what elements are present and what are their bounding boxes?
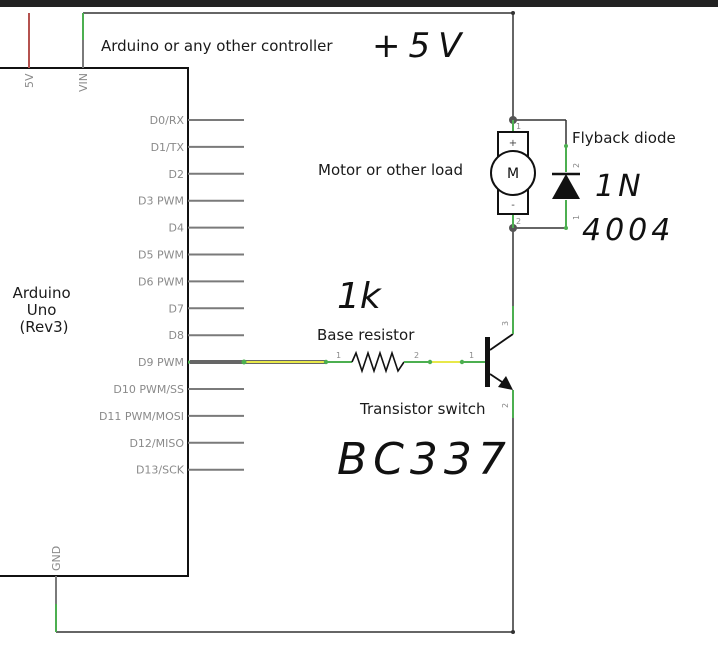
diode-end-bottom	[564, 226, 568, 230]
signal-wire	[190, 359, 462, 365]
pin-d1-tx-label: D1/TX	[151, 141, 185, 154]
pin-d4-label: D4	[169, 222, 184, 235]
board-name-line-3: (Rev3)	[19, 318, 68, 336]
resistor-pin-1: 1	[336, 351, 341, 360]
diode-pin-2: 2	[572, 163, 581, 168]
resistor-end-right	[427, 359, 433, 365]
motor-symbol: M	[507, 166, 519, 182]
transistor-base-pin: 1	[469, 351, 474, 360]
handwritten-resistor-value: 1k	[337, 276, 383, 317]
board-outline	[0, 67, 189, 577]
top-bar	[0, 0, 718, 7]
label-controller: Arduino or any other controller	[101, 37, 333, 55]
diode-triangle	[552, 174, 580, 199]
pin-d8-label: D8	[169, 329, 184, 342]
pin-d12-miso-label: D12/MISO	[129, 437, 184, 450]
transistor-collector-diag	[489, 333, 514, 351]
diode-pin-1: 1	[572, 215, 581, 220]
label-base-resistor: Base resistor	[317, 326, 415, 344]
junction-top-right	[511, 11, 515, 15]
pin-d6-pwm-label: D6 PWM	[138, 275, 184, 288]
board-name-line-2: Uno	[27, 301, 57, 319]
label-motor: Motor or other load	[318, 161, 463, 179]
pin-5v-label: 5V	[23, 73, 36, 88]
motor: 1 2 M + -	[490, 120, 536, 228]
diode-end-top	[564, 144, 568, 148]
motor-pin-2: 2	[516, 217, 521, 226]
label-flyback: Flyback diode	[572, 129, 676, 147]
junction-bottom-right	[511, 630, 515, 634]
resistor-pin-2: 2	[414, 351, 419, 360]
transistor-base-end	[459, 359, 465, 365]
motor-circle	[490, 150, 536, 196]
transistor-emitter-arrow	[498, 376, 513, 390]
pin-gnd-label: GND	[50, 546, 63, 571]
board-name: Arduino Uno (Rev3)	[13, 284, 76, 336]
pin-d11-pwm-mosi-label: D11 PWM/MOSI	[99, 410, 184, 423]
pin-d13-sck-label: D13/SCK	[136, 464, 185, 477]
base-resistor: 1 2	[323, 350, 433, 374]
pin-d3-pwm-label: D3 PWM	[138, 195, 184, 208]
motor-plus: +	[509, 138, 517, 149]
motor-minus: -	[511, 200, 515, 211]
pin-d5-pwm-label: D5 PWM	[138, 249, 184, 262]
handwritten-diode-part-2: 4004	[582, 213, 674, 248]
pin-d7-label: D7	[169, 302, 184, 315]
pin-vin-label: VIN	[77, 73, 90, 92]
resistor-zigzag	[351, 350, 405, 374]
signal-wire-d9-end	[241, 359, 247, 365]
transistor: 1 3 2	[459, 306, 514, 418]
pin-d9-pwm-label: D9 PWM	[138, 356, 184, 369]
handwritten-voltage: +5V	[372, 26, 469, 66]
handwritten-diode-part-1: 1N	[595, 169, 645, 204]
pin-d10-pwm-ss-label: D10 PWM/SS	[113, 383, 184, 396]
handwritten-transistor-part: BC337	[337, 434, 512, 485]
label-transistor: Transistor switch	[359, 400, 486, 418]
motor-pin-1: 1	[516, 122, 521, 131]
pin-d0-rx-label: D0/RX	[150, 114, 185, 127]
flyback-diode: 2 1	[552, 120, 581, 230]
pin-d2-label: D2	[169, 168, 184, 181]
transistor-bar	[485, 337, 490, 387]
arduino-board: Arduino Uno (Rev3) 5V VIN GND D0/RX D1/TX…	[0, 13, 244, 632]
resistor-end-left	[323, 359, 329, 365]
board-name-line-1: Arduino	[13, 284, 71, 302]
transistor-emitter-pin: 2	[501, 403, 510, 408]
transistor-collector-pin: 3	[501, 321, 510, 326]
